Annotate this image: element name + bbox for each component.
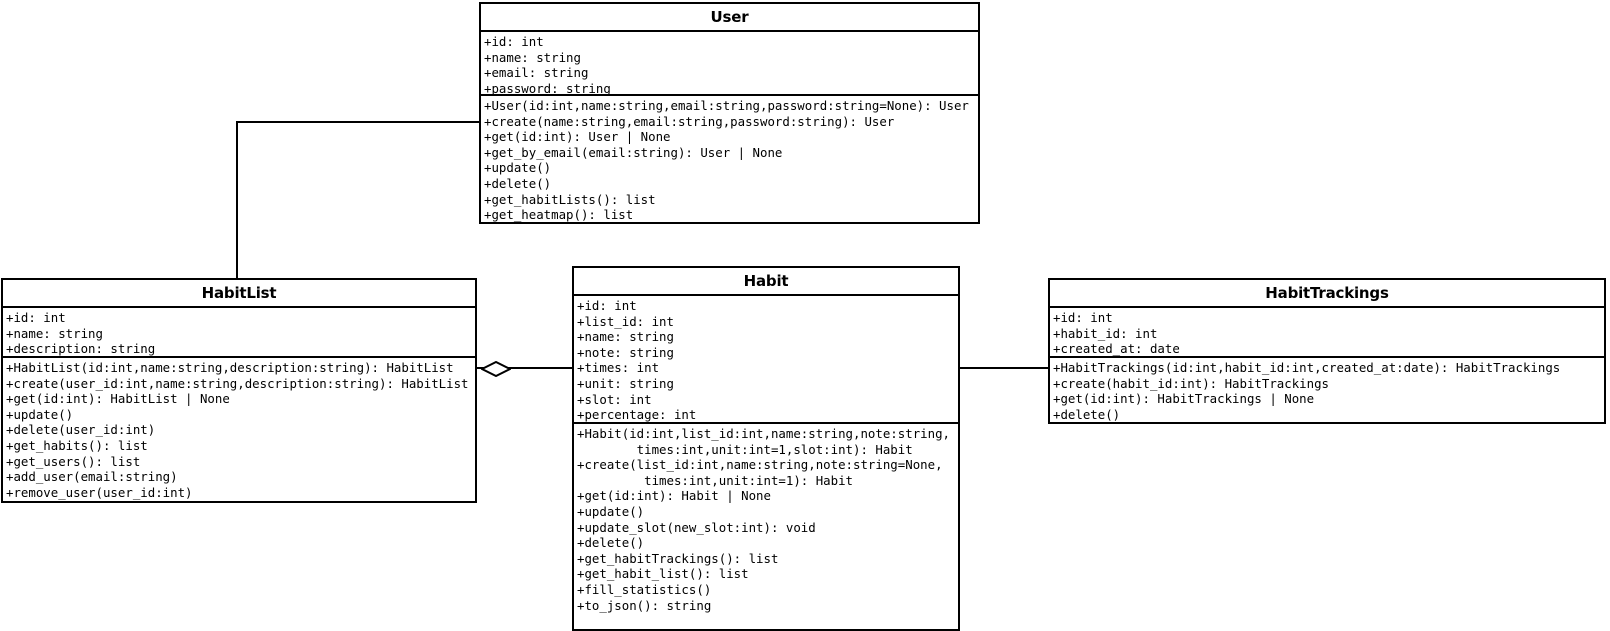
connector-user-habitlist-horizontal (236, 121, 482, 123)
method-row: +delete() (1053, 406, 1121, 422)
attribute-row: +percentage: int (577, 407, 697, 423)
method-row: +get(id:int): HabitTrackings | None (1053, 391, 1315, 407)
class-title-user: User (481, 4, 978, 32)
methods-section-habit: +Habit(id:int,list_id:int,name:string,no… (574, 424, 958, 616)
attributes-section-user: +id: int +name: string +email: string +p… (481, 32, 978, 96)
class-title-habit: Habit (574, 268, 958, 296)
class-box-habitlist[interactable]: HabitList +id: int +name: string +descri… (1, 278, 477, 503)
attribute-row: +created_at: date (1053, 341, 1180, 357)
method-row: +delete(user_id:int) (6, 422, 156, 438)
attribute-row: +name: string (484, 49, 581, 65)
method-row: +to_json(): string (577, 597, 712, 613)
methods-section-habittrackings: +HabitTrackings(id:int,habit_id:int,crea… (1050, 358, 1604, 425)
attribute-row: +slot: int (577, 391, 652, 407)
attribute-row: +id: int (484, 34, 544, 49)
method-row: +update() (577, 503, 645, 519)
method-row: +update_slot(new_slot:int): void (577, 519, 816, 535)
attribute-row: +note: string (577, 344, 674, 360)
class-title-habitlist: HabitList (3, 280, 475, 308)
attributes-section-habittrackings: +id: int +habit_id: int +created_at: dat… (1050, 308, 1604, 358)
attribute-row: +id: int (1053, 310, 1113, 325)
class-title-habittrackings: HabitTrackings (1050, 280, 1604, 308)
connector-habit-habittrackings (959, 367, 1049, 369)
method-row: +delete() (577, 535, 645, 551)
method-row: +create(habit_id:int): HabitTrackings (1053, 375, 1330, 391)
connector-habitlist-habit (476, 367, 572, 369)
method-row: +get_habitTrackings(): list (577, 550, 779, 566)
aggregation-diamond-wrap (479, 360, 513, 381)
attribute-row: +name: string (577, 329, 674, 345)
method-row: +get_by_email(email:string): User | None (484, 144, 783, 160)
method-row: +delete() (484, 175, 552, 191)
attribute-row: +id: int (577, 298, 637, 313)
attribute-row: +id: int (6, 310, 66, 325)
class-box-habittrackings[interactable]: HabitTrackings +id: int +habit_id: int +… (1048, 278, 1606, 424)
method-row: +add_user(email:string) (6, 469, 178, 485)
method-row: +get_heatmap(): list (484, 207, 634, 223)
method-row: +Habit(id:int,list_id:int,name:string,no… (577, 426, 950, 441)
method-row: +get(id:int): Habit | None (577, 488, 771, 504)
method-row: +remove_user(user_id:int) (6, 484, 193, 500)
method-row: +User(id:int,name:string,email:string,pa… (484, 98, 969, 113)
method-row: +update() (6, 406, 74, 422)
method-row: +get(id:int): User | None (484, 129, 671, 145)
class-box-user[interactable]: User +id: int +name: string +email: stri… (479, 2, 980, 224)
attribute-row: +habit_id: int (1053, 325, 1158, 341)
attribute-row: +email: string (484, 65, 589, 81)
attribute-row: +name: string (6, 325, 103, 341)
method-row: +get_habits(): list (6, 437, 148, 453)
method-row: +create(list_id:int,name:string,note:str… (577, 457, 943, 473)
class-box-habit[interactable]: Habit +id: int +list_id: int +name: stri… (572, 266, 960, 631)
open-diamond-icon (479, 360, 513, 378)
attribute-row: +description: string (6, 341, 156, 357)
method-row: +get(id:int): HabitList | None (6, 391, 230, 407)
attributes-section-habitlist: +id: int +name: string +description: str… (3, 308, 475, 358)
method-row: +get_habit_list(): list (577, 566, 749, 582)
attribute-row: +list_id: int (577, 313, 674, 329)
methods-section-user: +User(id:int,name:string,email:string,pa… (481, 96, 978, 226)
connector-user-habitlist-vertical (236, 121, 238, 279)
attribute-row: +password: string (484, 80, 611, 96)
method-row: +HabitList(id:int,name:string,descriptio… (6, 360, 454, 375)
method-row-continuation: times:int,unit:int=1): Habit (577, 472, 854, 488)
method-row: +fill_statistics() (577, 581, 712, 597)
method-row: +get_habitLists(): list (484, 191, 656, 207)
method-row: +get_users(): list (6, 453, 141, 469)
method-row-continuation: times:int,unit:int=1,slot:int): Habit (577, 441, 913, 457)
method-row: +create(user_id:int,name:string,descript… (6, 375, 469, 391)
method-row: +HabitTrackings(id:int,habit_id:int,crea… (1053, 360, 1561, 375)
attribute-row: +unit: string (577, 375, 674, 391)
attribute-row: +times: int (577, 360, 660, 376)
attributes-section-habit: +id: int +list_id: int +name: string +no… (574, 296, 958, 424)
method-row: +create(name:string,email:string,passwor… (484, 113, 895, 129)
methods-section-habitlist: +HabitList(id:int,name:string,descriptio… (3, 358, 475, 503)
method-row: +update() (484, 160, 552, 176)
